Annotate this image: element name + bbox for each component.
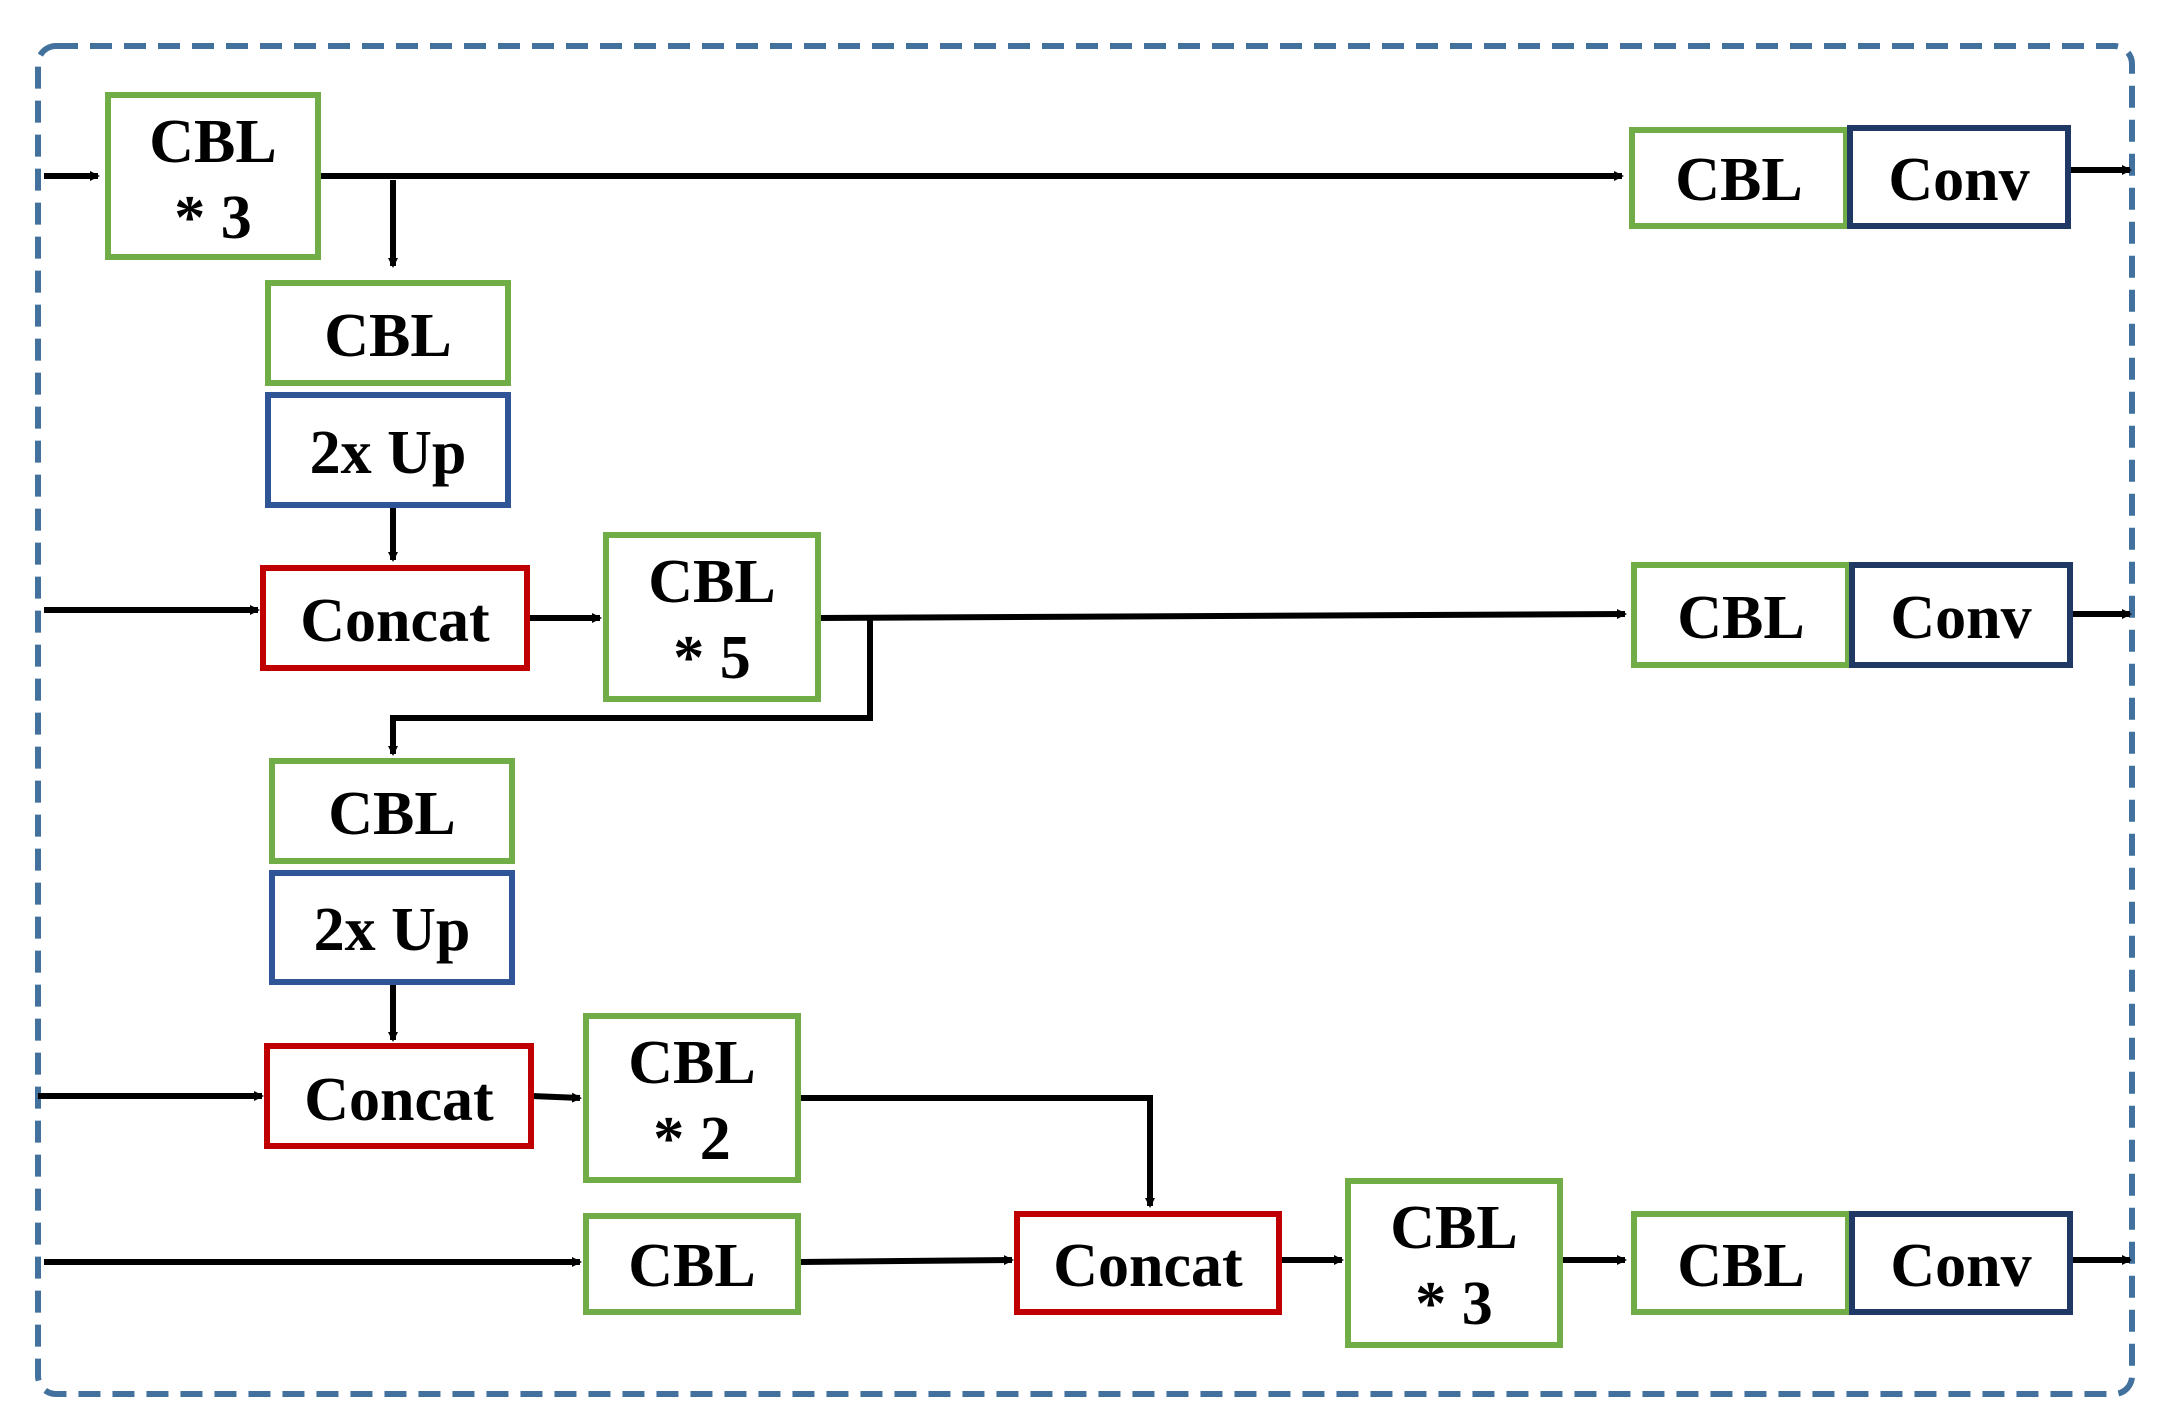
cbl-upsample-1-label: CBL xyxy=(324,302,451,370)
upsample-1-block: 2x Up xyxy=(265,392,511,508)
cbl-output-2-label: CBL xyxy=(1677,584,1804,652)
conv-output-3-label: Conv xyxy=(1890,1232,2031,1300)
connectors xyxy=(38,165,2132,1267)
conv-output-2-label: Conv xyxy=(1890,584,2031,652)
cbl2-block: CBL * 2 xyxy=(583,1013,801,1183)
cbl-output-2-block: CBL xyxy=(1631,562,1851,668)
cbl-upsample-2-label: CBL xyxy=(328,780,455,848)
cbl-output-3-block: CBL xyxy=(1631,1211,1851,1315)
arrow-cbl2-to-concat3 xyxy=(798,1095,1155,1208)
arrow-concat2-to-cbl2 xyxy=(531,1092,582,1103)
cbl5-block: CBL * 5 xyxy=(603,532,821,702)
cbl-output-1-label: CBL xyxy=(1675,146,1802,214)
cbl-upsample-1-block: CBL xyxy=(265,280,511,386)
cbl5-line1: CBL xyxy=(648,548,775,616)
cbl3-bottom-line1: CBL xyxy=(1390,1194,1517,1262)
cbl-output-3-label: CBL xyxy=(1677,1232,1804,1300)
arrow-branch-down-2 xyxy=(388,618,873,756)
cbl3-bottom-block: CBL * 3 xyxy=(1345,1178,1563,1348)
cbl2-line1: CBL xyxy=(628,1029,755,1097)
concat-2-block: Concat xyxy=(264,1043,534,1149)
cbl3-top-block: CBL * 3 xyxy=(105,92,321,260)
cbl-upsample-2-block: CBL xyxy=(269,758,515,864)
conv-output-3-block: Conv xyxy=(1849,1211,2073,1315)
cbl3-top-line1: CBL xyxy=(149,108,276,176)
concat-1-label: Concat xyxy=(300,587,490,655)
cbl3-bottom-line2: * 3 xyxy=(1415,1270,1493,1338)
concat-3-label: Concat xyxy=(1053,1232,1243,1300)
cbl-output-1-block: CBL xyxy=(1629,127,1849,229)
conv-output-1-label: Conv xyxy=(1888,146,2029,214)
concat-3-block: Concat xyxy=(1014,1211,1282,1315)
cbl3-top-line2: * 3 xyxy=(174,184,252,252)
cbl-bottom-input-block: CBL xyxy=(583,1213,801,1315)
arrow-cbl5-to-out2 xyxy=(817,609,1627,621)
cbl-bottom-input-label: CBL xyxy=(628,1232,755,1300)
upsample-2-block: 2x Up xyxy=(269,870,515,985)
cbl5-line2: * 5 xyxy=(673,624,751,692)
concat-1-block: Concat xyxy=(260,565,530,671)
upsample-1-label: 2x Up xyxy=(310,419,467,487)
upsample-2-label: 2x Up xyxy=(314,896,471,964)
arrow-cbl-to-concat3 xyxy=(799,1255,1014,1266)
dashed-frame xyxy=(35,43,2135,1397)
conv-output-2-block: Conv xyxy=(1849,562,2073,668)
conv-output-1-block: Conv xyxy=(1847,125,2071,229)
cbl2-line2: * 2 xyxy=(653,1105,731,1173)
concat-2-label: Concat xyxy=(304,1066,494,1134)
